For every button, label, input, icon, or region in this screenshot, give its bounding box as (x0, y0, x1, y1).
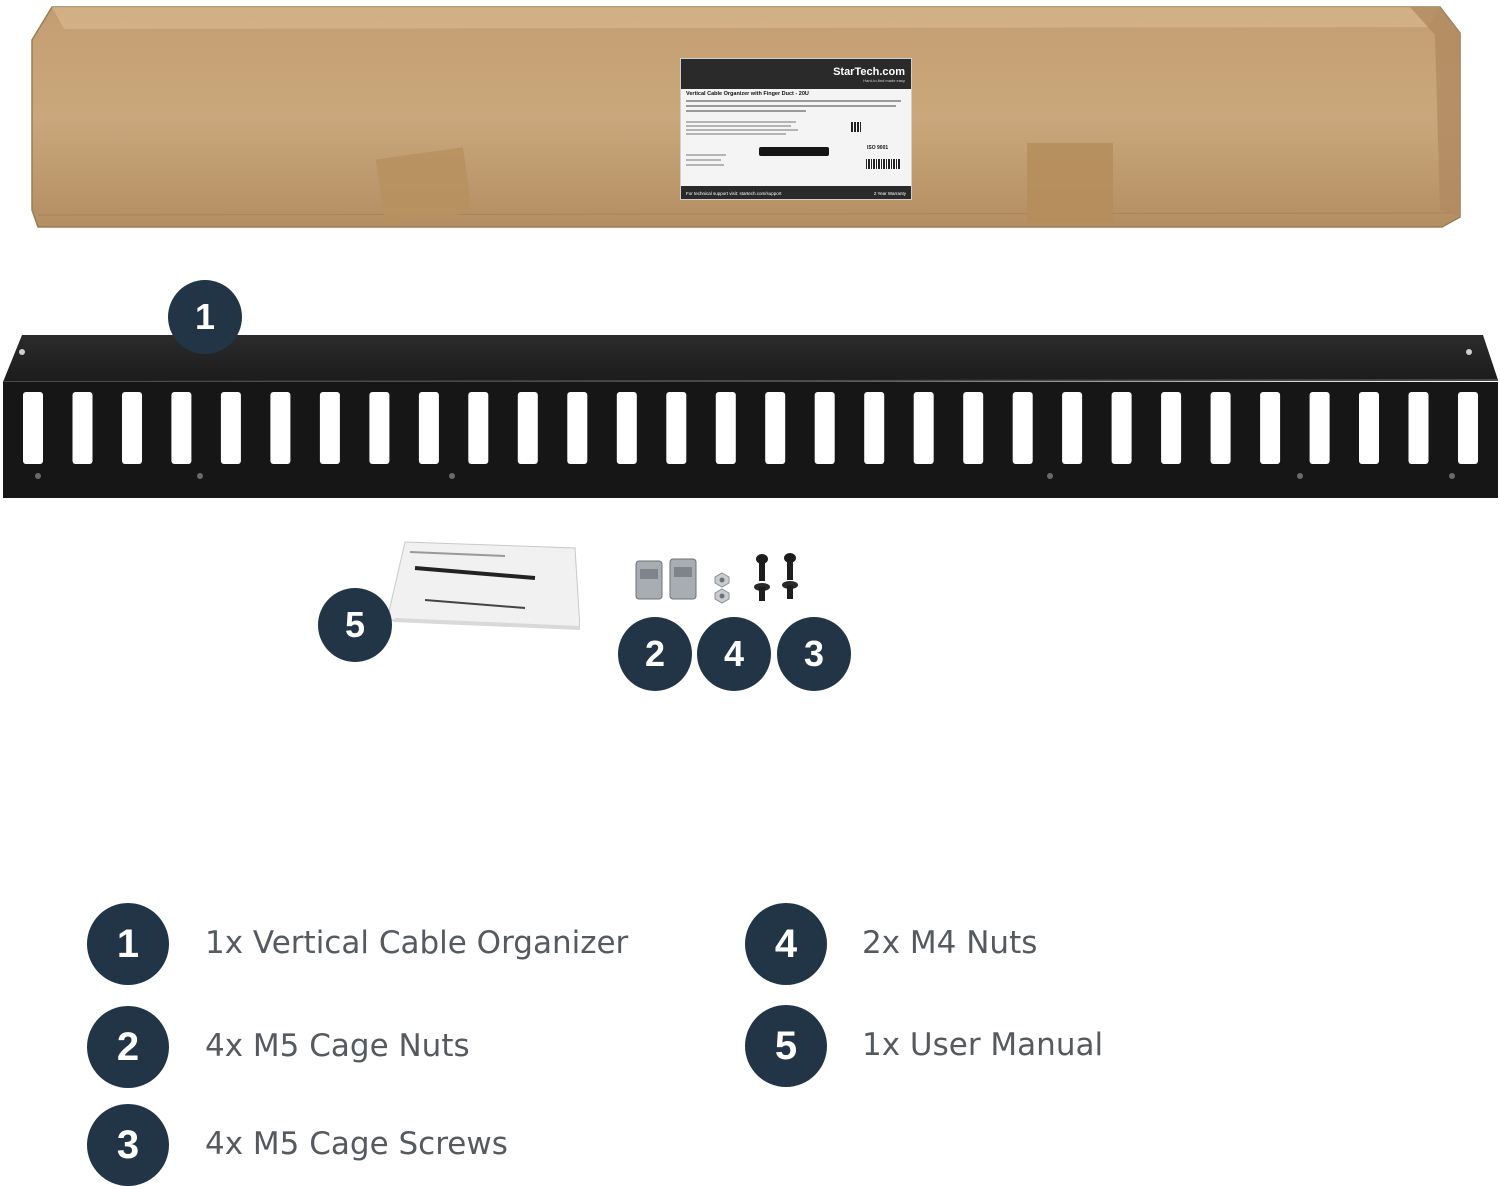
label-text-line (686, 133, 786, 135)
qr-code-icon (851, 122, 861, 132)
label-text-line (686, 159, 721, 161)
callout-badge-m4-nuts: 4 (697, 617, 771, 691)
organizer-finger-slot (369, 392, 390, 464)
organizer-finger-slot (567, 392, 588, 464)
callout-badge-cage-screws: 3 (777, 617, 851, 691)
label-header-bar (681, 59, 911, 89)
m4-nuts-photo (712, 572, 732, 604)
cage-nuts-photo (630, 555, 710, 603)
user-manual-photo (385, 540, 581, 630)
label-product-image (759, 147, 829, 156)
organizer-finger-slot (468, 392, 489, 464)
callout-badge-organizer: 1 (168, 280, 242, 354)
brand-tagline: Hard-to-find made easy (863, 78, 905, 83)
organizer-finger-slot (1260, 392, 1281, 464)
vertical-cable-organizer (0, 330, 1500, 505)
label-text-line (686, 154, 726, 156)
label-text-line (686, 125, 791, 127)
organizer-finger-slot (1458, 392, 1478, 464)
label-text-line (686, 100, 901, 102)
label-text-line (686, 110, 806, 112)
legend-item-text: 4x M5 Cage Screws (205, 1126, 508, 1162)
organizer-graphic (2, 335, 1499, 498)
organizer-finger-slot (1111, 392, 1132, 464)
organizer-finger-slot (616, 392, 637, 464)
organizer-finger-slot (171, 392, 192, 464)
organizer-finger-slot (1309, 392, 1330, 464)
organizer-finger-slot (270, 392, 291, 464)
manual-graphic (386, 541, 581, 630)
legend-item-text: 2x M4 Nuts (862, 925, 1038, 961)
label-support-text: For technical support visit: startech.co… (686, 191, 782, 196)
organizer-mount-hole (35, 473, 41, 479)
legend-item-text: 1x User Manual (862, 1027, 1104, 1063)
organizer-finger-slot (1359, 392, 1379, 464)
organizer-finger-slot (963, 392, 984, 464)
m4-nuts-graphic (714, 572, 730, 604)
organizer-finger-slot (666, 392, 687, 464)
legend-item-text: 4x M5 Cage Nuts (205, 1028, 470, 1064)
organizer-finger-slot (220, 392, 241, 464)
legend-badge: 4 (745, 903, 827, 985)
organizer-finger-slot (517, 392, 538, 464)
organizer-mount-hole (449, 473, 455, 479)
organizer-finger-slot (913, 392, 934, 464)
label-warranty-text: 2 Year Warranty (873, 191, 906, 196)
label-text-line (686, 129, 798, 131)
organizer-mount-hole (197, 473, 203, 479)
legend-item-text: 1x Vertical Cable Organizer (205, 925, 629, 961)
label-title: Vertical Cable Organizer with Finger Duc… (686, 91, 809, 97)
organizer-finger-slot (23, 392, 43, 464)
organizer-mount-hole (1047, 473, 1053, 479)
box-label: StarTech.com Hard-to-find made easy Vert… (680, 58, 912, 200)
organizer-finger-slot (418, 392, 439, 464)
callout-badge-manual: 5 (318, 588, 392, 662)
cage-screws-photo (748, 553, 804, 605)
organizer-finger-slot (1408, 392, 1429, 464)
organizer-finger-slot (814, 392, 835, 464)
organizer-finger-slot (72, 392, 93, 464)
label-text-line (686, 105, 896, 107)
cage-nuts-graphic (635, 558, 697, 600)
organizer-mount-hole (1297, 473, 1303, 479)
organizer-finger-slot (1210, 392, 1231, 464)
legend-badge: 1 (87, 903, 169, 985)
label-text-line (686, 121, 796, 123)
organizer-mount-hole (1449, 473, 1455, 479)
organizer-finger-slot (1062, 392, 1083, 464)
iso-mark: ISO 9001 (867, 145, 889, 151)
cage-screws-graphic (754, 553, 798, 601)
organizer-finger-slot (715, 392, 736, 464)
legend-badge: 2 (87, 1006, 169, 1088)
legend-badge: 5 (745, 1005, 827, 1087)
organizer-finger-slot (122, 392, 142, 464)
label-footer-bar (681, 186, 911, 199)
organizer-finger-slot (864, 392, 885, 464)
barcode-icon (866, 159, 900, 169)
organizer-finger-slot (319, 392, 340, 464)
organizer-finger-slot (765, 392, 786, 464)
brand-logo: StarTech.com (833, 66, 905, 78)
organizer-finger-slot (1161, 392, 1182, 464)
organizer-finger-slot (1012, 392, 1033, 464)
legend-badge: 3 (87, 1104, 169, 1186)
label-text-line (686, 164, 724, 166)
callout-badge-cage-nuts: 2 (618, 617, 692, 691)
